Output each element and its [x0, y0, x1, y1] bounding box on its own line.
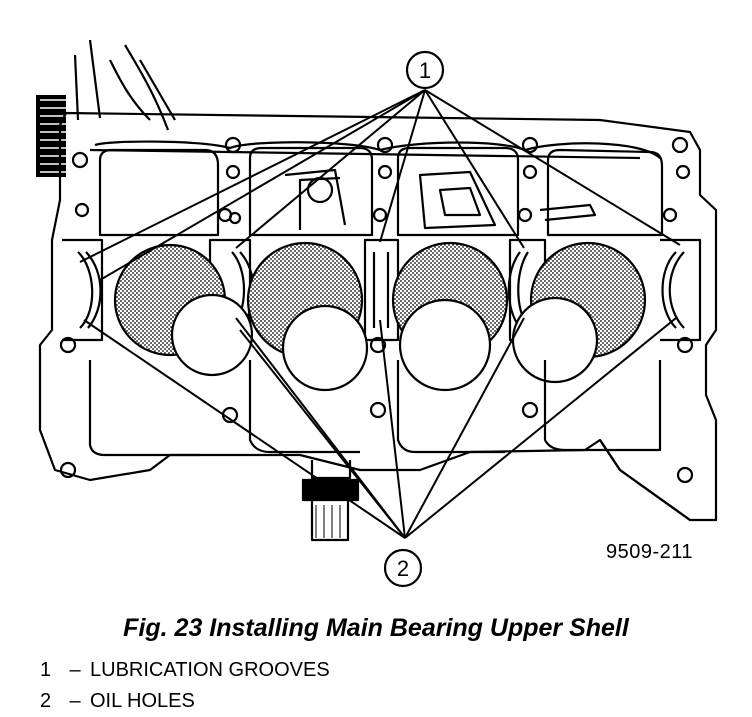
callout-2-leaders — [83, 317, 677, 539]
bearing-shells — [77, 251, 685, 329]
lower-skirt — [88, 360, 691, 521]
callout-2-marker: 2 — [383, 548, 423, 588]
oil-pressure-sender — [301, 460, 360, 542]
callout-1-marker: 1 — [405, 50, 445, 90]
upper-bays — [98, 146, 664, 237]
top-hoses — [73, 39, 176, 131]
flywheel-teeth — [36, 95, 66, 177]
legend-separator: – — [69, 690, 81, 712]
engine-block-diagram: 1 2 — [36, 39, 718, 588]
callout-1-leaders — [79, 89, 681, 281]
cylinder-bores — [113, 241, 647, 392]
figure-code: 9509-211 — [606, 541, 694, 563]
legend-separator: – — [69, 659, 81, 681]
legend-item-number: 1 — [40, 659, 52, 681]
legend-item-label: LUBRICATION GROOVES — [90, 659, 330, 681]
legend: 1–LUBRICATION GROOVES 2–OIL HOLES — [40, 655, 330, 717]
callout-2-number: 2 — [397, 556, 409, 581]
legend-item: 1–LUBRICATION GROOVES — [40, 655, 330, 686]
legend-item: 2–OIL HOLES — [40, 686, 330, 717]
figure-caption: Fig. 23 Installing Main Bearing Upper Sh… — [123, 614, 629, 642]
callout-1-number: 1 — [419, 58, 431, 83]
legend-item-label: OIL HOLES — [90, 690, 195, 712]
block-outline — [38, 111, 718, 522]
legend-item-number: 2 — [40, 690, 52, 712]
